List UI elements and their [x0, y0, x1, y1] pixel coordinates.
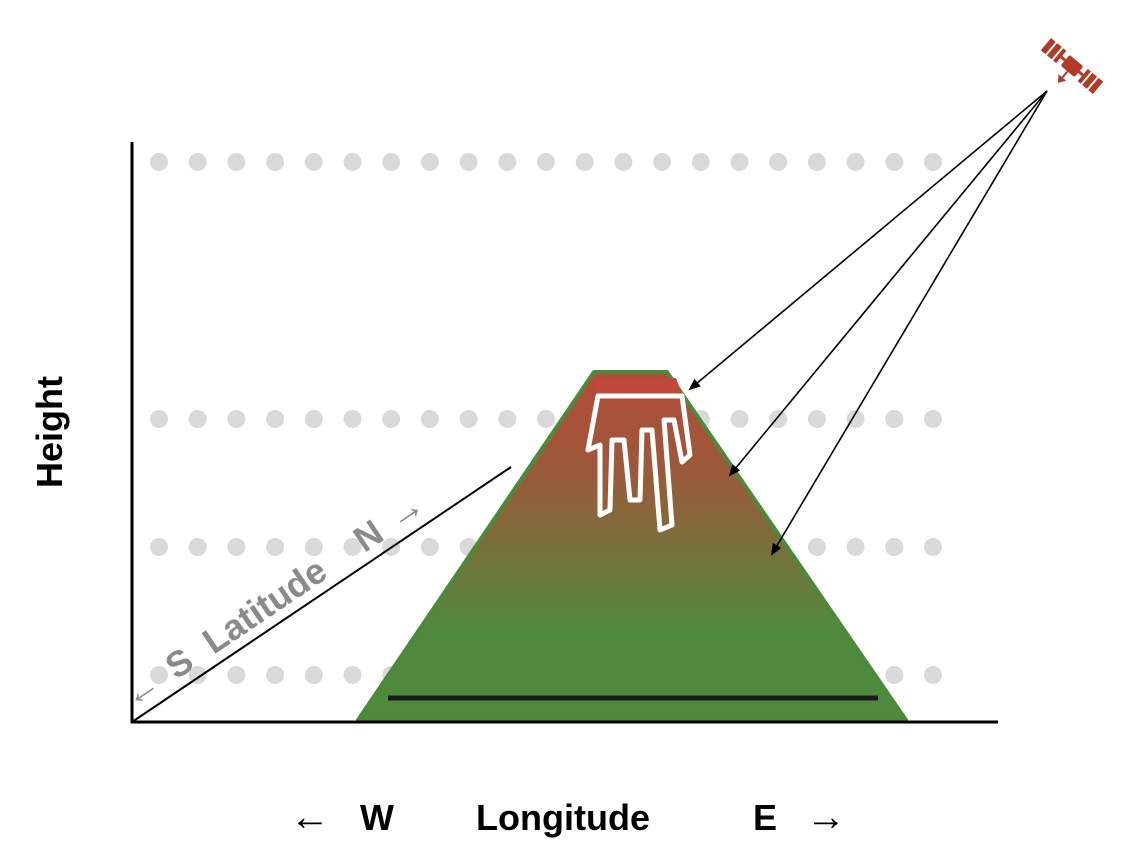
grid-dot [498, 410, 517, 428]
grid-dot [885, 153, 904, 171]
snow-streaks [585, 393, 693, 533]
grid-dot [227, 538, 246, 556]
latitude-label: Latitude [195, 549, 334, 661]
grid-dot [382, 153, 401, 171]
grid-dot [343, 538, 362, 556]
grid-dot [885, 410, 904, 428]
grid-dot [846, 410, 865, 428]
grid-dot [846, 153, 865, 171]
crater-rim [592, 378, 682, 394]
grid-dot [188, 666, 207, 684]
longitude-label: Longitude [476, 797, 650, 838]
grid-dot [924, 153, 942, 171]
grid-dot [150, 538, 168, 556]
grid-dot [227, 410, 246, 428]
grid-dot [227, 153, 246, 171]
grid-dot [382, 410, 401, 428]
grid-dot [885, 666, 904, 684]
satellite-icon [1040, 38, 1104, 94]
grid-dot [653, 153, 672, 171]
grid-dot [150, 410, 168, 428]
grid-dot [188, 410, 207, 428]
height-label: Height [29, 376, 70, 488]
grid-dot [304, 666, 323, 684]
grid-dot [924, 666, 942, 684]
grid-dot [188, 538, 207, 556]
grid-dot [807, 538, 826, 556]
grid-dot [420, 410, 439, 428]
grid-dot [807, 410, 826, 428]
grid-dot [304, 410, 323, 428]
grid-dot [807, 153, 826, 171]
grid-dot [188, 153, 207, 171]
latitude-axis [131, 466, 512, 723]
ray-summit [688, 90, 1048, 391]
grid-dot [304, 153, 323, 171]
grid-dot [459, 153, 478, 171]
grid-dot [266, 666, 285, 684]
grid-dot [730, 410, 749, 428]
grid-dot [266, 538, 285, 556]
west-label: W [360, 797, 394, 838]
grid-dot [537, 153, 555, 171]
ray-upper-slope [728, 90, 1048, 477]
grid-dot [227, 666, 246, 684]
grid-dot [266, 410, 285, 428]
east-arrow: → [806, 795, 846, 839]
north-arrow: → [379, 483, 432, 537]
grid-dot [343, 410, 362, 428]
grid-dot [769, 410, 788, 428]
grid-dot [343, 666, 362, 684]
grid-dot [575, 153, 594, 171]
grid-dot [498, 153, 517, 171]
grid-dot [691, 153, 710, 171]
grid-dot [924, 538, 942, 556]
grid-dot [459, 410, 478, 428]
grid-dot [343, 153, 362, 171]
grid-dot [537, 410, 555, 428]
grid-dot [420, 153, 439, 171]
grid-dot [614, 153, 633, 171]
west-arrow: ← [290, 795, 330, 839]
mountain-body [356, 370, 908, 722]
grid-dot [266, 153, 285, 171]
grid-dot [769, 153, 788, 171]
grid-dot [730, 153, 749, 171]
satellite-rays [688, 90, 1048, 556]
grid-dot [846, 538, 865, 556]
grid-dot [885, 538, 904, 556]
grid-dot [304, 538, 323, 556]
grid-dot [150, 153, 168, 171]
grid-dot [150, 666, 168, 684]
ray-lower-slope [770, 90, 1048, 556]
grid-dot [924, 410, 942, 428]
east-label: E [753, 797, 777, 838]
volcano [356, 370, 908, 722]
grid-dot [420, 538, 439, 556]
